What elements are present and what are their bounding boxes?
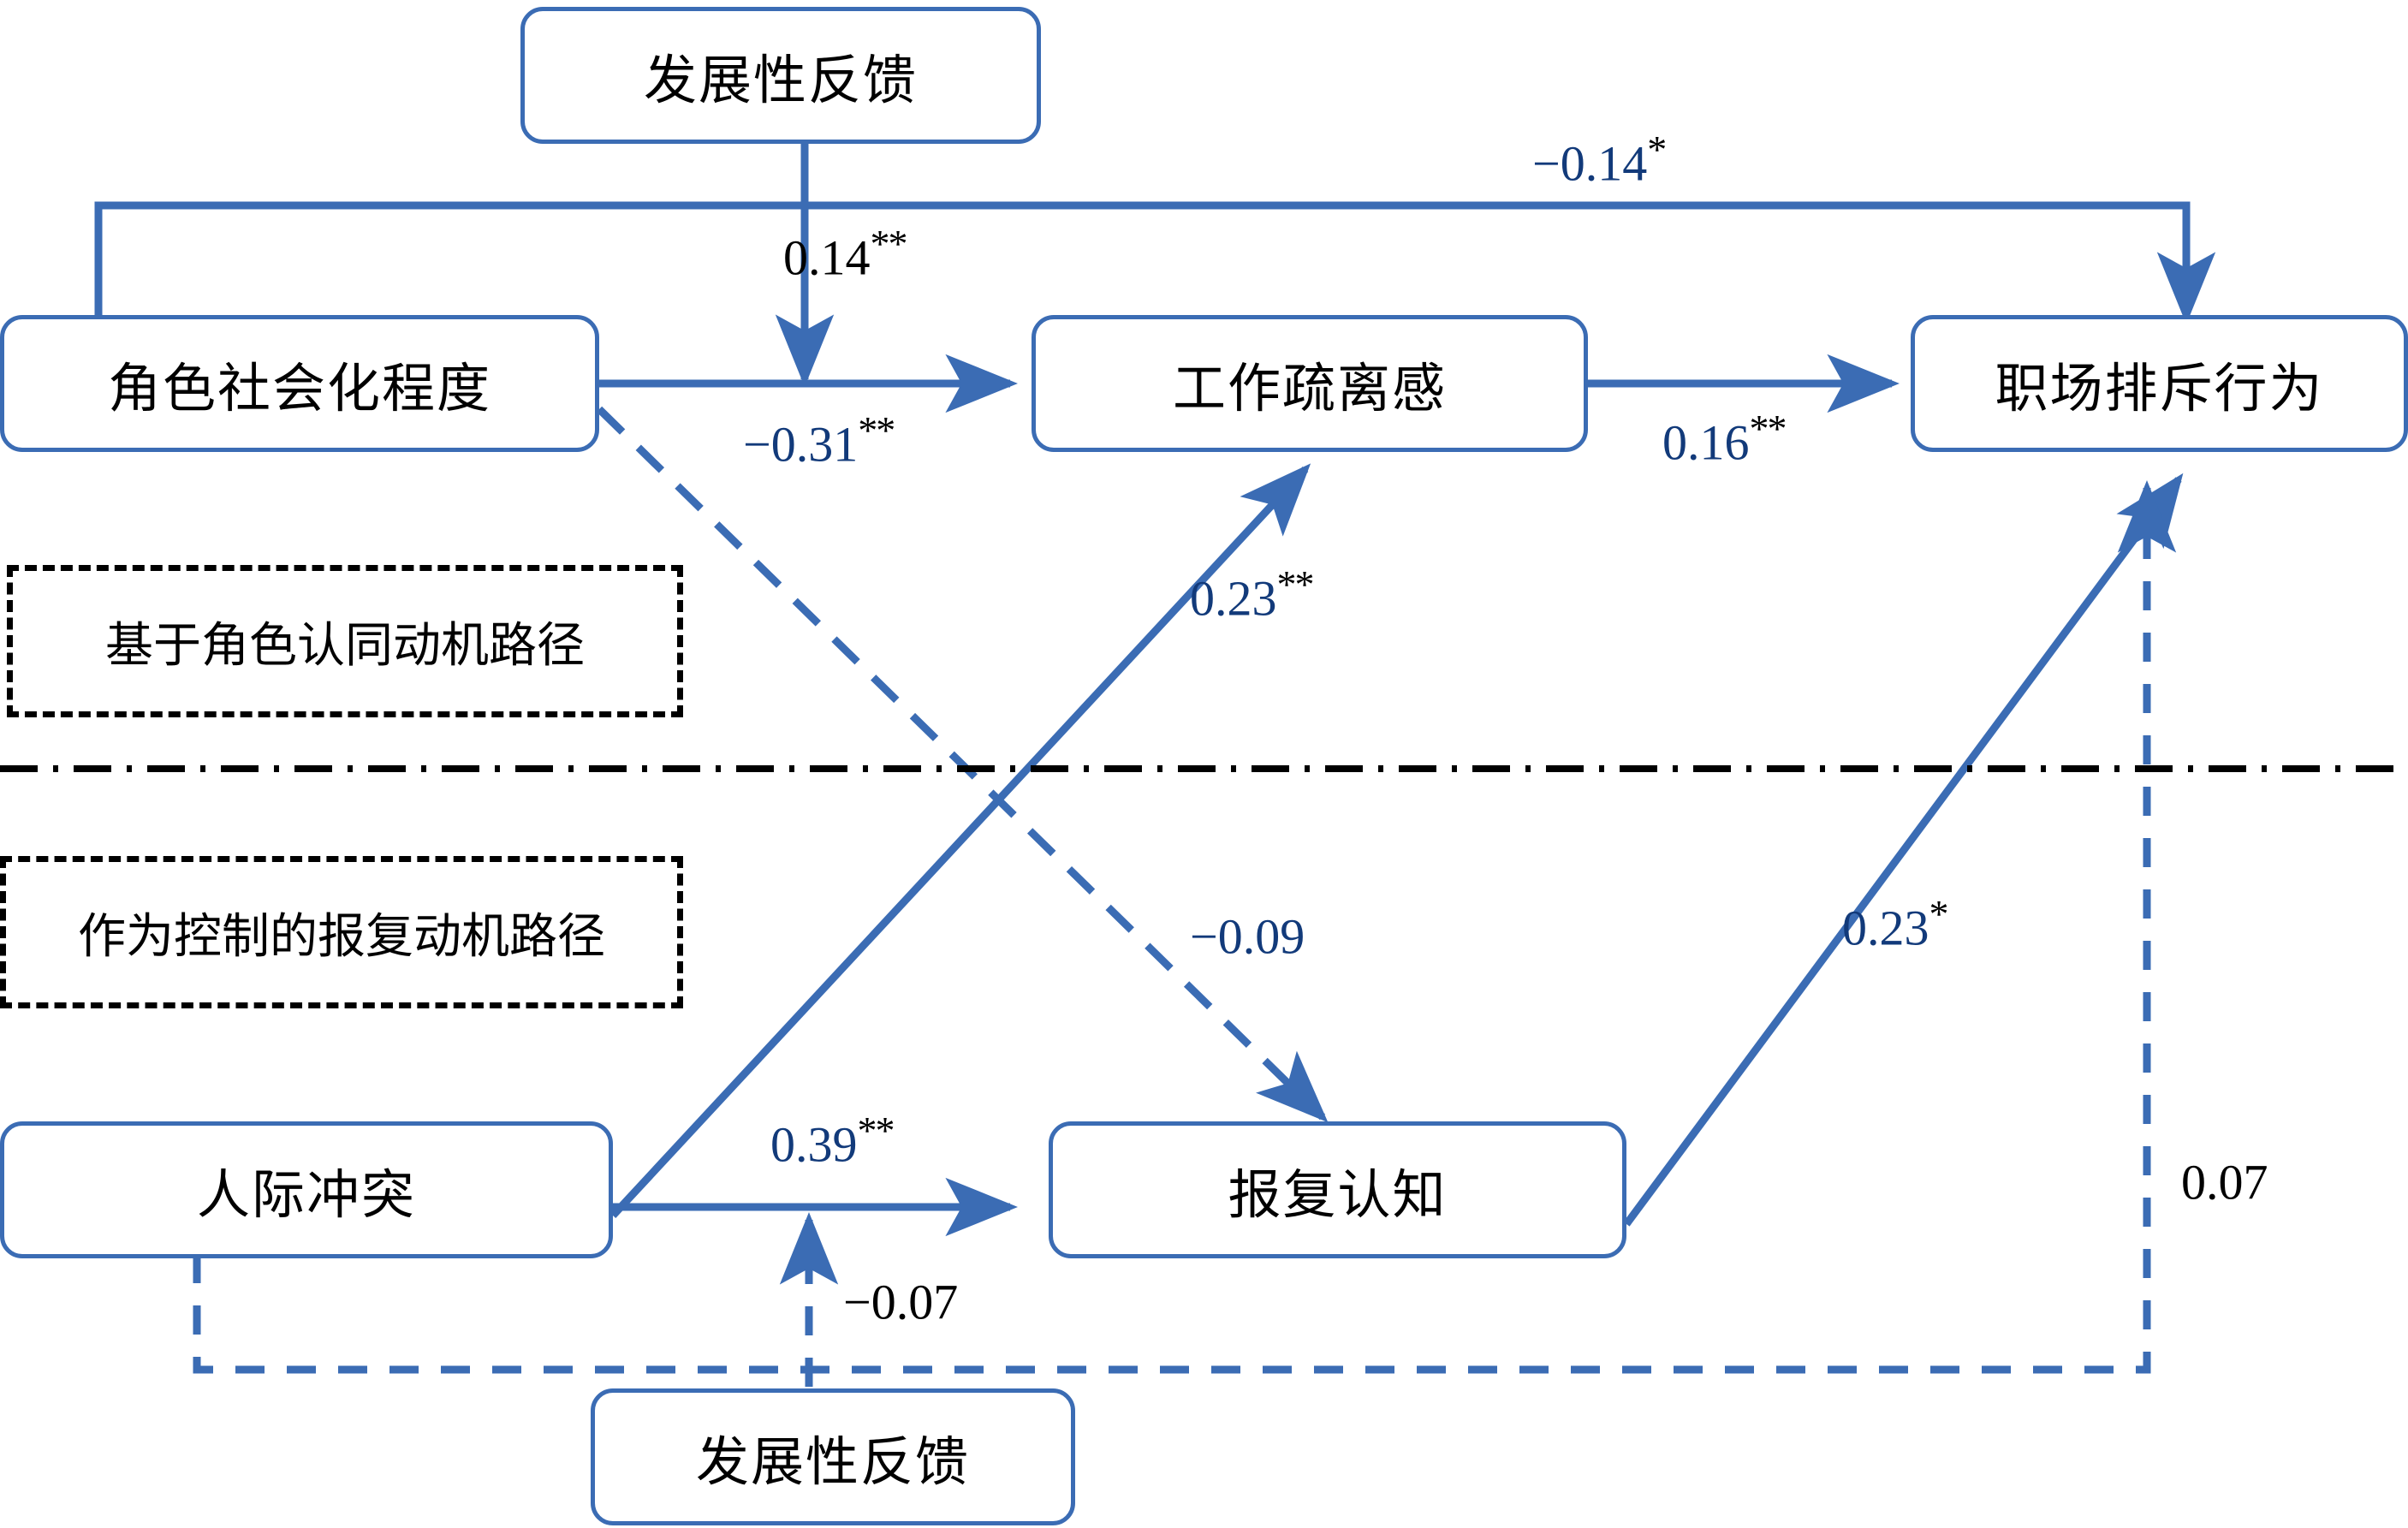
edge-revenge-cognition-to-ostracism (1623, 473, 2184, 1227)
node-feedback-top-label: 发展性反馈 (643, 52, 918, 110)
coef-significance: ** (1276, 562, 1315, 606)
coef-value: 0.07 (2181, 1154, 2268, 1210)
node-workplace-ostracism-label: 职场排斥行为 (1995, 360, 2324, 419)
edge-role-to-ostracism (94, 201, 2216, 330)
node-revenge-cognition-label: 报复认知 (1228, 1167, 1448, 1225)
edge-conflict-to-work-alienation (609, 463, 1311, 1219)
legend-box-revenge-path: 作为控制的报复动机路径 (0, 856, 683, 1008)
node-workplace-ostracism[interactable]: 职场排斥行为 (1911, 315, 2408, 452)
coef-value: 0.23 (1842, 900, 1929, 956)
node-role-socialization[interactable]: 角色社会化程度 (0, 315, 599, 452)
node-feedback-bottom-label: 发展性反馈 (695, 1434, 970, 1492)
coef-value: −0.07 (843, 1274, 959, 1330)
node-interpersonal-conflict-label: 人际冲突 (196, 1167, 416, 1225)
coef-feedback-bottom-moderation: −0.07 (843, 1269, 958, 1327)
coef-significance: ** (857, 1109, 895, 1152)
legend-identity-label: 基于角色认同动机路径 (105, 619, 585, 673)
coef-significance: ** (1749, 407, 1787, 450)
edge-conflict-to-ostracism (193, 479, 2177, 1374)
coef-significance: * (1929, 892, 1949, 936)
coef-value: −0.09 (1190, 908, 1305, 965)
coef-role-to-revenge-cognition: −0.09 (1190, 903, 1305, 961)
legend-box-identity-path: 基于角色认同动机路径 (7, 565, 683, 717)
coef-significance: ** (870, 222, 908, 265)
coef-role-to-ostracism: −0.14* (1532, 128, 1667, 192)
legend-revenge-label: 作为控制的报复动机路径 (78, 910, 605, 964)
node-feedback-top[interactable]: 发展性反馈 (520, 7, 1041, 144)
coef-value: 0.39 (770, 1116, 858, 1173)
coef-value: 0.23 (1190, 570, 1277, 627)
node-feedback-bottom[interactable]: 发展性反馈 (591, 1388, 1075, 1525)
coef-work-alienation-to-ostracism: 0.16** (1662, 407, 1787, 471)
coef-value: −0.31 (743, 416, 859, 473)
node-work-alienation[interactable]: 工作疏离感 (1032, 315, 1588, 452)
node-role-socialization-label: 角色社会化程度 (107, 360, 491, 419)
coef-feedback-top-moderation: 0.14** (783, 222, 908, 286)
coef-role-to-work-alienation: −0.31** (743, 408, 895, 473)
coef-revenge-cognition-to-ostracism: 0.23* (1842, 892, 1949, 956)
coef-conflict-to-work-alienation: 0.23** (1190, 562, 1315, 627)
coef-significance: ** (858, 408, 895, 452)
coef-value: 0.16 (1662, 414, 1750, 471)
node-work-alienation-label: 工作疏离感 (1172, 360, 1447, 419)
coef-significance: * (1647, 128, 1667, 171)
coef-conflict-to-ostracism: 0.07 (2181, 1149, 2268, 1207)
node-interpersonal-conflict[interactable]: 人际冲突 (0, 1121, 613, 1258)
node-revenge-cognition[interactable]: 报复认知 (1049, 1121, 1626, 1258)
coef-value: −0.14 (1532, 135, 1648, 192)
coef-value: 0.14 (783, 229, 871, 286)
coef-conflict-to-revenge-cognition: 0.39** (770, 1109, 895, 1173)
edge-role-to-revenge-cognition (596, 406, 1329, 1123)
